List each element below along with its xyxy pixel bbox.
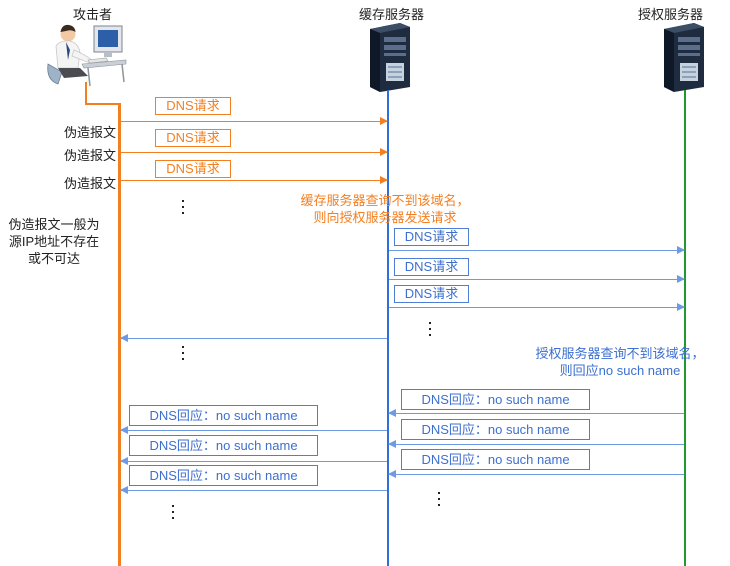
ellipsis-dot (429, 328, 431, 330)
forged-request-arrow (121, 176, 388, 184)
attacker-connector (85, 82, 87, 104)
ellipsis-dot (429, 334, 431, 336)
cache-to-attacker-arrow (120, 334, 387, 342)
ellipsis-dot (438, 492, 440, 494)
dns-request-box: DNS请求 (155, 160, 231, 178)
cache-note-line-1: 缓存服务器查询不到该域名， (300, 193, 470, 208)
ellipsis-dot (182, 212, 184, 214)
cache-to-auth-request-arrow (389, 275, 685, 283)
cache-to-attacker-reply-arrow (120, 486, 387, 494)
ellipsis-dot (438, 504, 440, 506)
cache-note-line-2: 则向授权服务器发送请求 (313, 210, 457, 225)
forged-request-arrow (121, 148, 388, 156)
continuation-dots (180, 346, 186, 364)
forged-packet-note: 伪造报文一般为 源IP地址不存在 或不可达 (0, 216, 108, 267)
cache-to-auth-request-arrow (389, 246, 685, 254)
continuation-dots (427, 322, 433, 340)
continuation-dots (180, 200, 186, 218)
dns-request-box: DNS请求 (155, 129, 231, 147)
forged-note-line-1: 伪造报文一般为 (8, 217, 100, 232)
cache-to-attacker-reply-arrow (120, 426, 387, 434)
ellipsis-dot (182, 200, 184, 202)
ellipsis-dot (182, 358, 184, 360)
actor-label-cache-server: 缓存服务器 (359, 7, 425, 22)
ellipsis-dot (172, 511, 174, 513)
auth-server-icon (664, 23, 704, 92)
ellipsis-dot (182, 206, 184, 208)
ellipsis-dot (182, 352, 184, 354)
auth-to-cache-reply-arrow (388, 470, 684, 478)
dns-reply-box: DNS回应：no such name (401, 419, 590, 440)
cache-server-lifeline (387, 90, 389, 566)
auth-server-lifeline (684, 90, 686, 566)
ellipsis-dot (429, 322, 431, 324)
dns-request-box: DNS请求 (155, 97, 231, 115)
dns-request-box: DNS请求 (394, 258, 469, 276)
auth-to-cache-reply-arrow (388, 440, 684, 448)
attacker-connector-h (85, 103, 120, 105)
dns-reply-box: DNS回应：no such name (129, 435, 318, 456)
forged-packet-label: 伪造报文 (64, 125, 117, 140)
attacker-lifeline (118, 103, 121, 566)
ellipsis-dot (182, 346, 184, 348)
actor-label-attacker: 攻击者 (73, 7, 113, 22)
cache-server-icon (370, 23, 410, 92)
dns-reply-box: DNS回应：no such name (129, 465, 318, 486)
continuation-dots (436, 492, 442, 510)
dns-reply-box: DNS回应：no such name (129, 405, 318, 426)
forged-request-arrow (121, 117, 388, 125)
dns-request-box: DNS请求 (394, 228, 469, 246)
dns-request-box: DNS请求 (394, 285, 469, 303)
forged-note-line-3: 或不可达 (27, 251, 80, 266)
cache-to-auth-request-arrow (389, 303, 685, 311)
forged-packet-label: 伪造报文 (64, 148, 117, 163)
dns-reply-box: DNS回应：no such name (401, 449, 590, 470)
actor-label-auth-server: 授权服务器 (638, 7, 704, 22)
ellipsis-dot (438, 498, 440, 500)
auth-note-line-1: 授权服务器查询不到该域名， (535, 346, 705, 361)
ellipsis-dot (172, 517, 174, 519)
auth-server-note: 授权服务器查询不到该域名， 则回应no such name (520, 345, 720, 379)
dns-reply-box: DNS回应：no such name (401, 389, 590, 410)
cache-to-attacker-reply-arrow (120, 457, 387, 465)
cache-server-note: 缓存服务器查询不到该域名， 则向授权服务器发送请求 (285, 192, 485, 226)
person-at-computer-icon (47, 24, 127, 87)
auth-note-line-2: 则回应no such name (559, 363, 681, 378)
forged-note-line-2: 源IP地址不存在 (8, 234, 100, 249)
forged-packet-label: 伪造报文 (64, 176, 117, 191)
ellipsis-dot (172, 505, 174, 507)
continuation-dots (170, 505, 176, 523)
auth-to-cache-reply-arrow (388, 409, 684, 417)
